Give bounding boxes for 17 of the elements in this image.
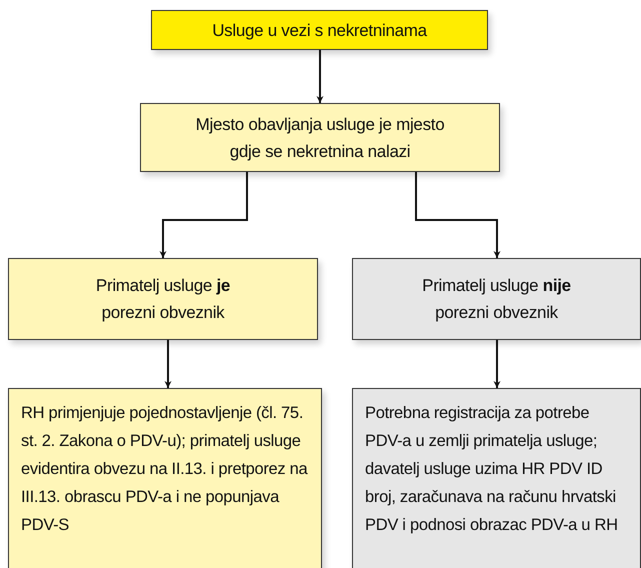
- process-box: [352, 258, 641, 340]
- box-text: Potrebna registracija za potrebe PDV-a u zemlji primatelja usluge; davatelj usluge uzima HR PDV ID broj, zaračunava na računu hrvatski PDV i podnosi obrazac PDV-a u RH: [365, 403, 619, 536]
- process-box: [8, 258, 318, 340]
- arrow: [494, 340, 500, 388]
- process-box: [140, 103, 500, 172]
- box-text: Usluge u vezi s nekretninama: [211, 20, 428, 42]
- process-box: [151, 10, 488, 50]
- box-text: Primatelj usluge nije porezni obveznik: [421, 275, 572, 324]
- process-box: [352, 388, 641, 568]
- process-box: [8, 388, 322, 568]
- arrow: [316, 50, 324, 103]
- box-text: Primatelj usluge je porezni obveznik: [94, 275, 232, 324]
- arrow: [160, 172, 248, 258]
- box-text: Mjesto obavljanja usluge je mjesto gdje se nekretnina nalazi: [194, 114, 446, 162]
- arrow: [415, 172, 500, 258]
- arrow: [164, 340, 172, 388]
- box-text: RH primjenjuje pojednostavljenje (čl. 75. st. 2. Zakona o PDV-u); primatelj usluge evidentira obvezu na II.13. i pretporez na III.13. obrascu PDV-a i ne popunjava PDV-S: [21, 403, 309, 536]
